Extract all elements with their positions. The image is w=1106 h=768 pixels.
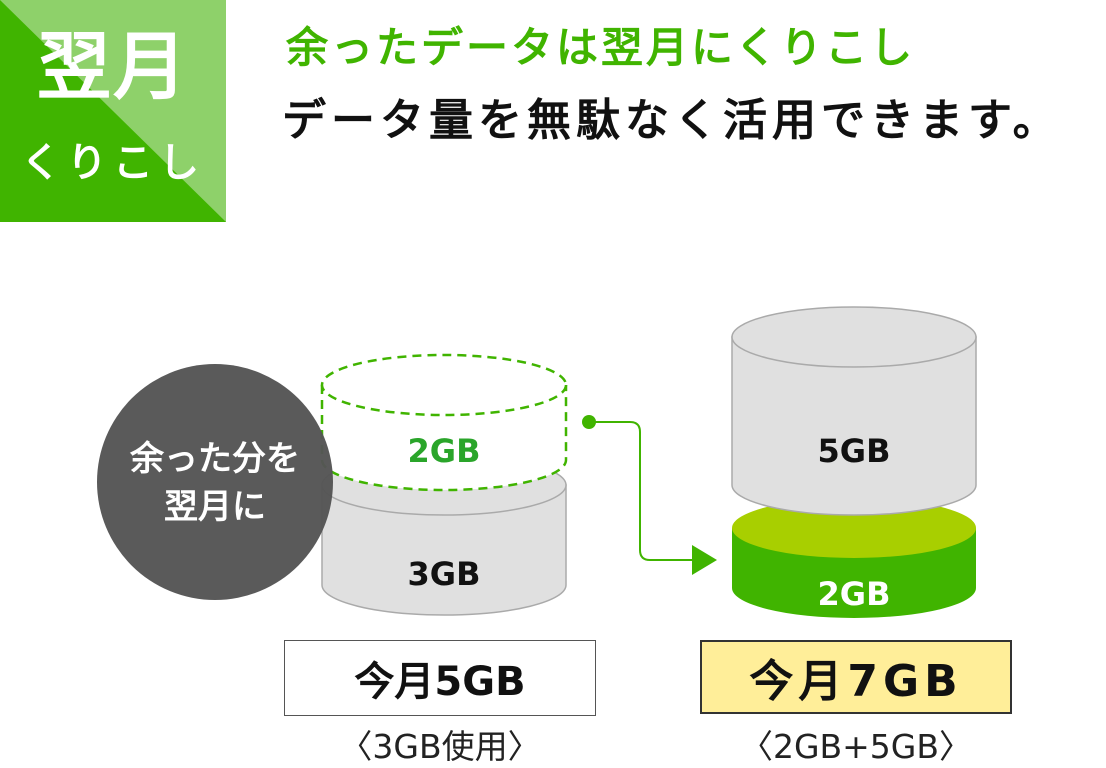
badge-subtitle: くりこし — [21, 140, 205, 186]
kurikoshi-badge: 翌月 くりこし — [0, 0, 226, 222]
this-month-total-box: 今月5GB — [284, 640, 596, 716]
callout-line1: 余った分を — [129, 439, 300, 479]
leftover-data-cylinder: 2GB — [320, 353, 568, 492]
next-month-total-box: 今月7GB — [700, 640, 1012, 714]
callout-line2: 翌月に — [164, 487, 266, 527]
next-month-breakdown-note: 〈2GB+5GB〉 — [739, 727, 973, 766]
badge-highlight-shape — [0, 0, 226, 222]
carryover-arrow — [582, 415, 717, 575]
carried-data-label: 2GB — [818, 575, 891, 613]
headline-rollover: 余ったデータは翌月にくりこし — [286, 23, 916, 72]
carryover-callout: 余った分を 翌月に — [97, 364, 333, 600]
badge-title: 翌月 — [37, 24, 189, 110]
this-month-usage-note: 〈3GB使用〉 — [339, 727, 541, 766]
base-data-cylinder: 5GB — [731, 306, 977, 516]
headline-no-waste: データ量を無駄なく活用できます。 — [282, 95, 1062, 146]
carried-data-cylinder: 2GB — [732, 498, 976, 618]
leftover-data-label: 2GB — [408, 432, 481, 470]
used-data-label: 3GB — [408, 555, 481, 593]
base-data-label: 5GB — [818, 432, 891, 470]
